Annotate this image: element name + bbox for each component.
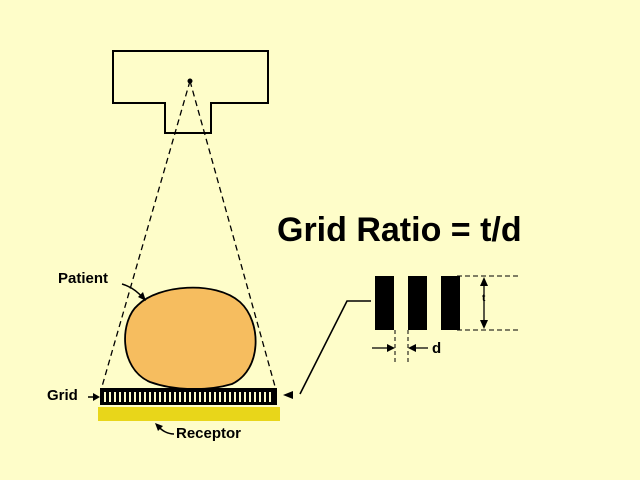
grid-slit bbox=[129, 392, 131, 402]
grid-slit bbox=[124, 392, 126, 402]
grid-slit bbox=[209, 392, 211, 402]
grid-slit bbox=[224, 392, 226, 402]
grid-slit bbox=[194, 392, 196, 402]
d-right-arrowhead bbox=[408, 344, 416, 352]
beam-right-edge bbox=[189, 80, 277, 391]
receptor-arrowhead bbox=[155, 423, 163, 431]
grid-slit bbox=[179, 392, 181, 402]
grid-slit bbox=[189, 392, 191, 402]
grid-slit bbox=[214, 392, 216, 402]
grid-slit bbox=[174, 392, 176, 402]
grid-slit bbox=[184, 392, 186, 402]
grid-arrowhead bbox=[93, 393, 100, 401]
xray-tube bbox=[112, 50, 269, 134]
grid-slit bbox=[234, 392, 236, 402]
diagram-title: Grid Ratio = t/d bbox=[277, 211, 522, 249]
grid-slit bbox=[264, 392, 266, 402]
receptor-bar bbox=[98, 407, 280, 421]
grid-slit bbox=[144, 392, 146, 402]
grid-slit bbox=[154, 392, 156, 402]
beam-left-edge bbox=[100, 80, 191, 391]
grid-slits bbox=[104, 392, 271, 402]
grid-slit bbox=[249, 392, 251, 402]
grid-slit bbox=[239, 392, 241, 402]
grid-slit bbox=[219, 392, 221, 402]
enlarged-grid-strips bbox=[375, 276, 460, 330]
grid-slit bbox=[164, 392, 166, 402]
grid-slit bbox=[159, 392, 161, 402]
patient-label: Patient bbox=[58, 270, 109, 287]
grid-slit bbox=[169, 392, 171, 402]
d-left-arrowhead bbox=[387, 344, 395, 352]
grid-slit bbox=[244, 392, 246, 402]
grid-slit bbox=[204, 392, 206, 402]
zoom-leader-arrowhead bbox=[283, 391, 293, 399]
enlarged-grid-strip bbox=[441, 276, 460, 330]
grid-slit bbox=[149, 392, 151, 402]
grid-slit bbox=[109, 392, 111, 402]
grid-label: Grid bbox=[47, 387, 78, 404]
t-arrowhead-top bbox=[480, 277, 488, 286]
grid-slit bbox=[254, 392, 256, 402]
grid-slit bbox=[104, 392, 106, 402]
grid-slit bbox=[229, 392, 231, 402]
t-label: t bbox=[482, 293, 486, 304]
grid-slit bbox=[134, 392, 136, 402]
t-arrowhead-bottom bbox=[480, 320, 488, 329]
enlarged-grid-strip bbox=[375, 276, 394, 330]
d-label: d bbox=[432, 340, 442, 357]
zoom-leader-line bbox=[299, 300, 371, 395]
patient-arrowhead bbox=[138, 292, 146, 301]
grid-slit bbox=[114, 392, 116, 402]
grid-slit bbox=[259, 392, 261, 402]
grid-slit bbox=[139, 392, 141, 402]
grid-slit bbox=[199, 392, 201, 402]
grid-slit bbox=[269, 392, 271, 402]
grid-slit bbox=[119, 392, 121, 402]
receptor-label: Receptor bbox=[176, 425, 242, 442]
patient-shape bbox=[124, 286, 257, 390]
enlarged-grid-strip bbox=[408, 276, 427, 330]
